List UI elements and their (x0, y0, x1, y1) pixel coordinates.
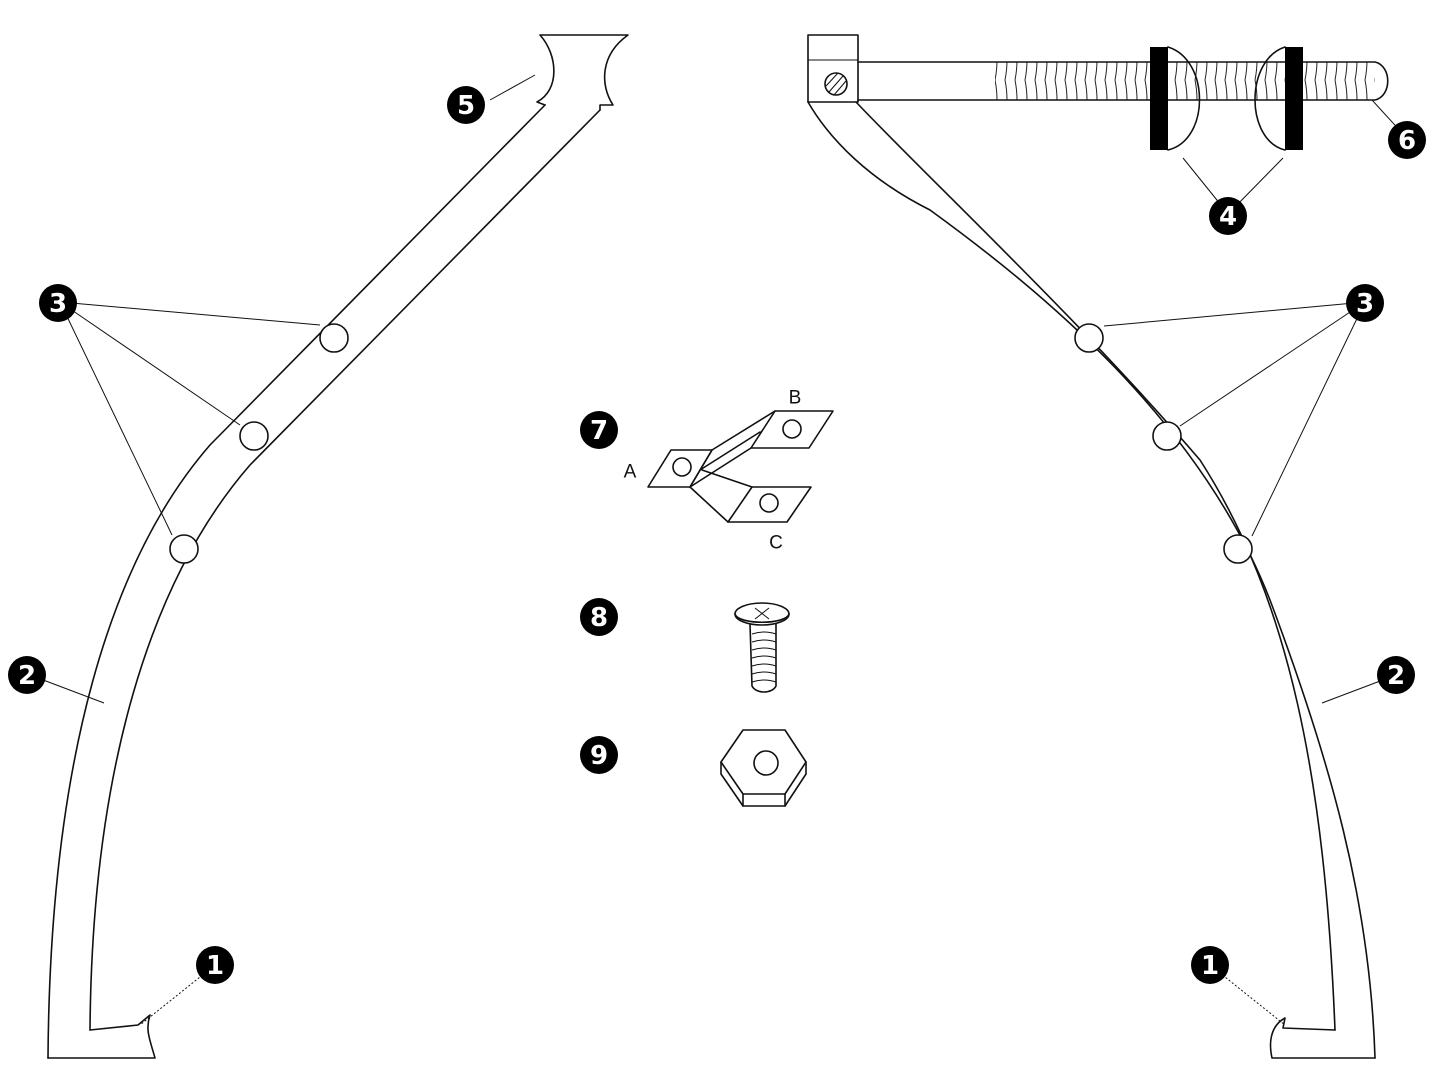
svg-text:5: 5 (457, 91, 475, 121)
svg-text:3: 3 (1356, 289, 1374, 319)
right-rail-hole-2 (1152, 421, 1182, 451)
threaded-rod (857, 61, 1389, 101)
svg-text:9: 9 (590, 741, 608, 771)
svg-text:2: 2 (18, 661, 36, 691)
left-arch-rail (47, 34, 629, 1059)
callout-7: 7 (580, 411, 618, 449)
screw (734, 602, 790, 693)
svg-text:6: 6 (1398, 126, 1416, 156)
left-rail-hole-1 (319, 323, 349, 353)
callout-9: 9 (580, 736, 618, 774)
bracket-label-c: C (769, 533, 783, 554)
svg-text:3: 3 (49, 289, 67, 319)
z-bracket (647, 410, 834, 523)
callout-5: 5 (447, 86, 485, 124)
callout-4: 4 (1209, 197, 1247, 235)
svg-text:4: 4 (1219, 202, 1237, 232)
svg-text:2: 2 (1387, 661, 1405, 691)
callout-8: 8 (580, 598, 618, 636)
svg-text:1: 1 (206, 951, 224, 981)
leader-lines (29, 74, 1405, 1026)
svg-text:7: 7 (590, 416, 608, 446)
right-rail-hole-1 (1074, 323, 1104, 353)
left-rail-hole-3 (169, 534, 199, 564)
bracket-label-a: A (624, 462, 637, 483)
right-arch-rail (807, 34, 1376, 1059)
right-rail-hole-3 (1223, 534, 1253, 564)
left-rail-hole-2 (239, 421, 269, 451)
callout-2-left: 2 (8, 656, 46, 694)
hex-nut (720, 729, 807, 807)
callout-1-right: 1 (1191, 946, 1229, 984)
svg-text:8: 8 (590, 603, 608, 633)
bracket-label-b: B (789, 388, 802, 409)
callout-2-right: 2 (1377, 656, 1415, 694)
svg-text:1: 1 (1201, 951, 1219, 981)
callout-3-right: 3 (1346, 284, 1384, 322)
callout-1-left: 1 (196, 946, 234, 984)
callout-3-left: 3 (39, 284, 77, 322)
callout-6: 6 (1388, 121, 1426, 159)
washers (1150, 46, 1303, 151)
